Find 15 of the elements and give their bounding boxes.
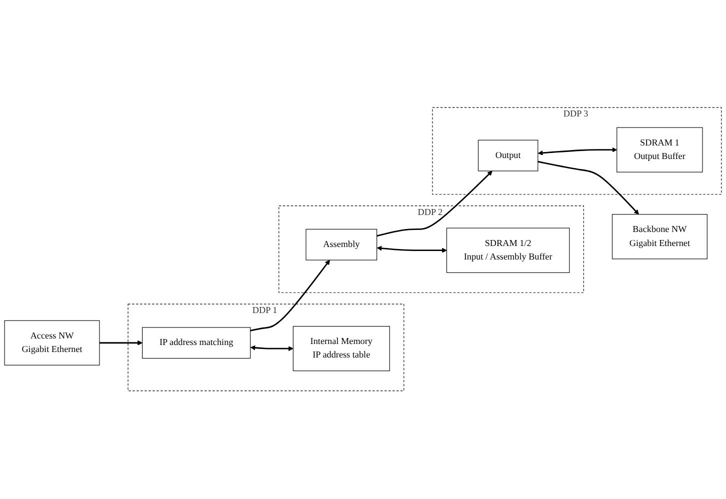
arrow xyxy=(538,161,639,215)
arrow xyxy=(250,260,330,332)
node-box: Internal Memory IP address table xyxy=(292,326,390,372)
node-box: SDRAM 1/2 Input / Assembly Buffer xyxy=(446,228,570,274)
node-box: IP address matching xyxy=(142,327,251,359)
node-box: Output xyxy=(478,140,538,172)
arrow xyxy=(376,171,492,237)
node-box: Backbone NW Gigabit Ethernet xyxy=(612,214,708,260)
arrow xyxy=(99,340,143,346)
node-box: SDRAM 1 Output Buffer xyxy=(616,128,703,173)
arrow xyxy=(250,346,294,352)
arrow xyxy=(376,246,447,254)
node-box: Access NW Gigabit Ethernet xyxy=(4,320,100,366)
arrow xyxy=(538,148,618,156)
node-box: Assembly xyxy=(306,229,378,261)
